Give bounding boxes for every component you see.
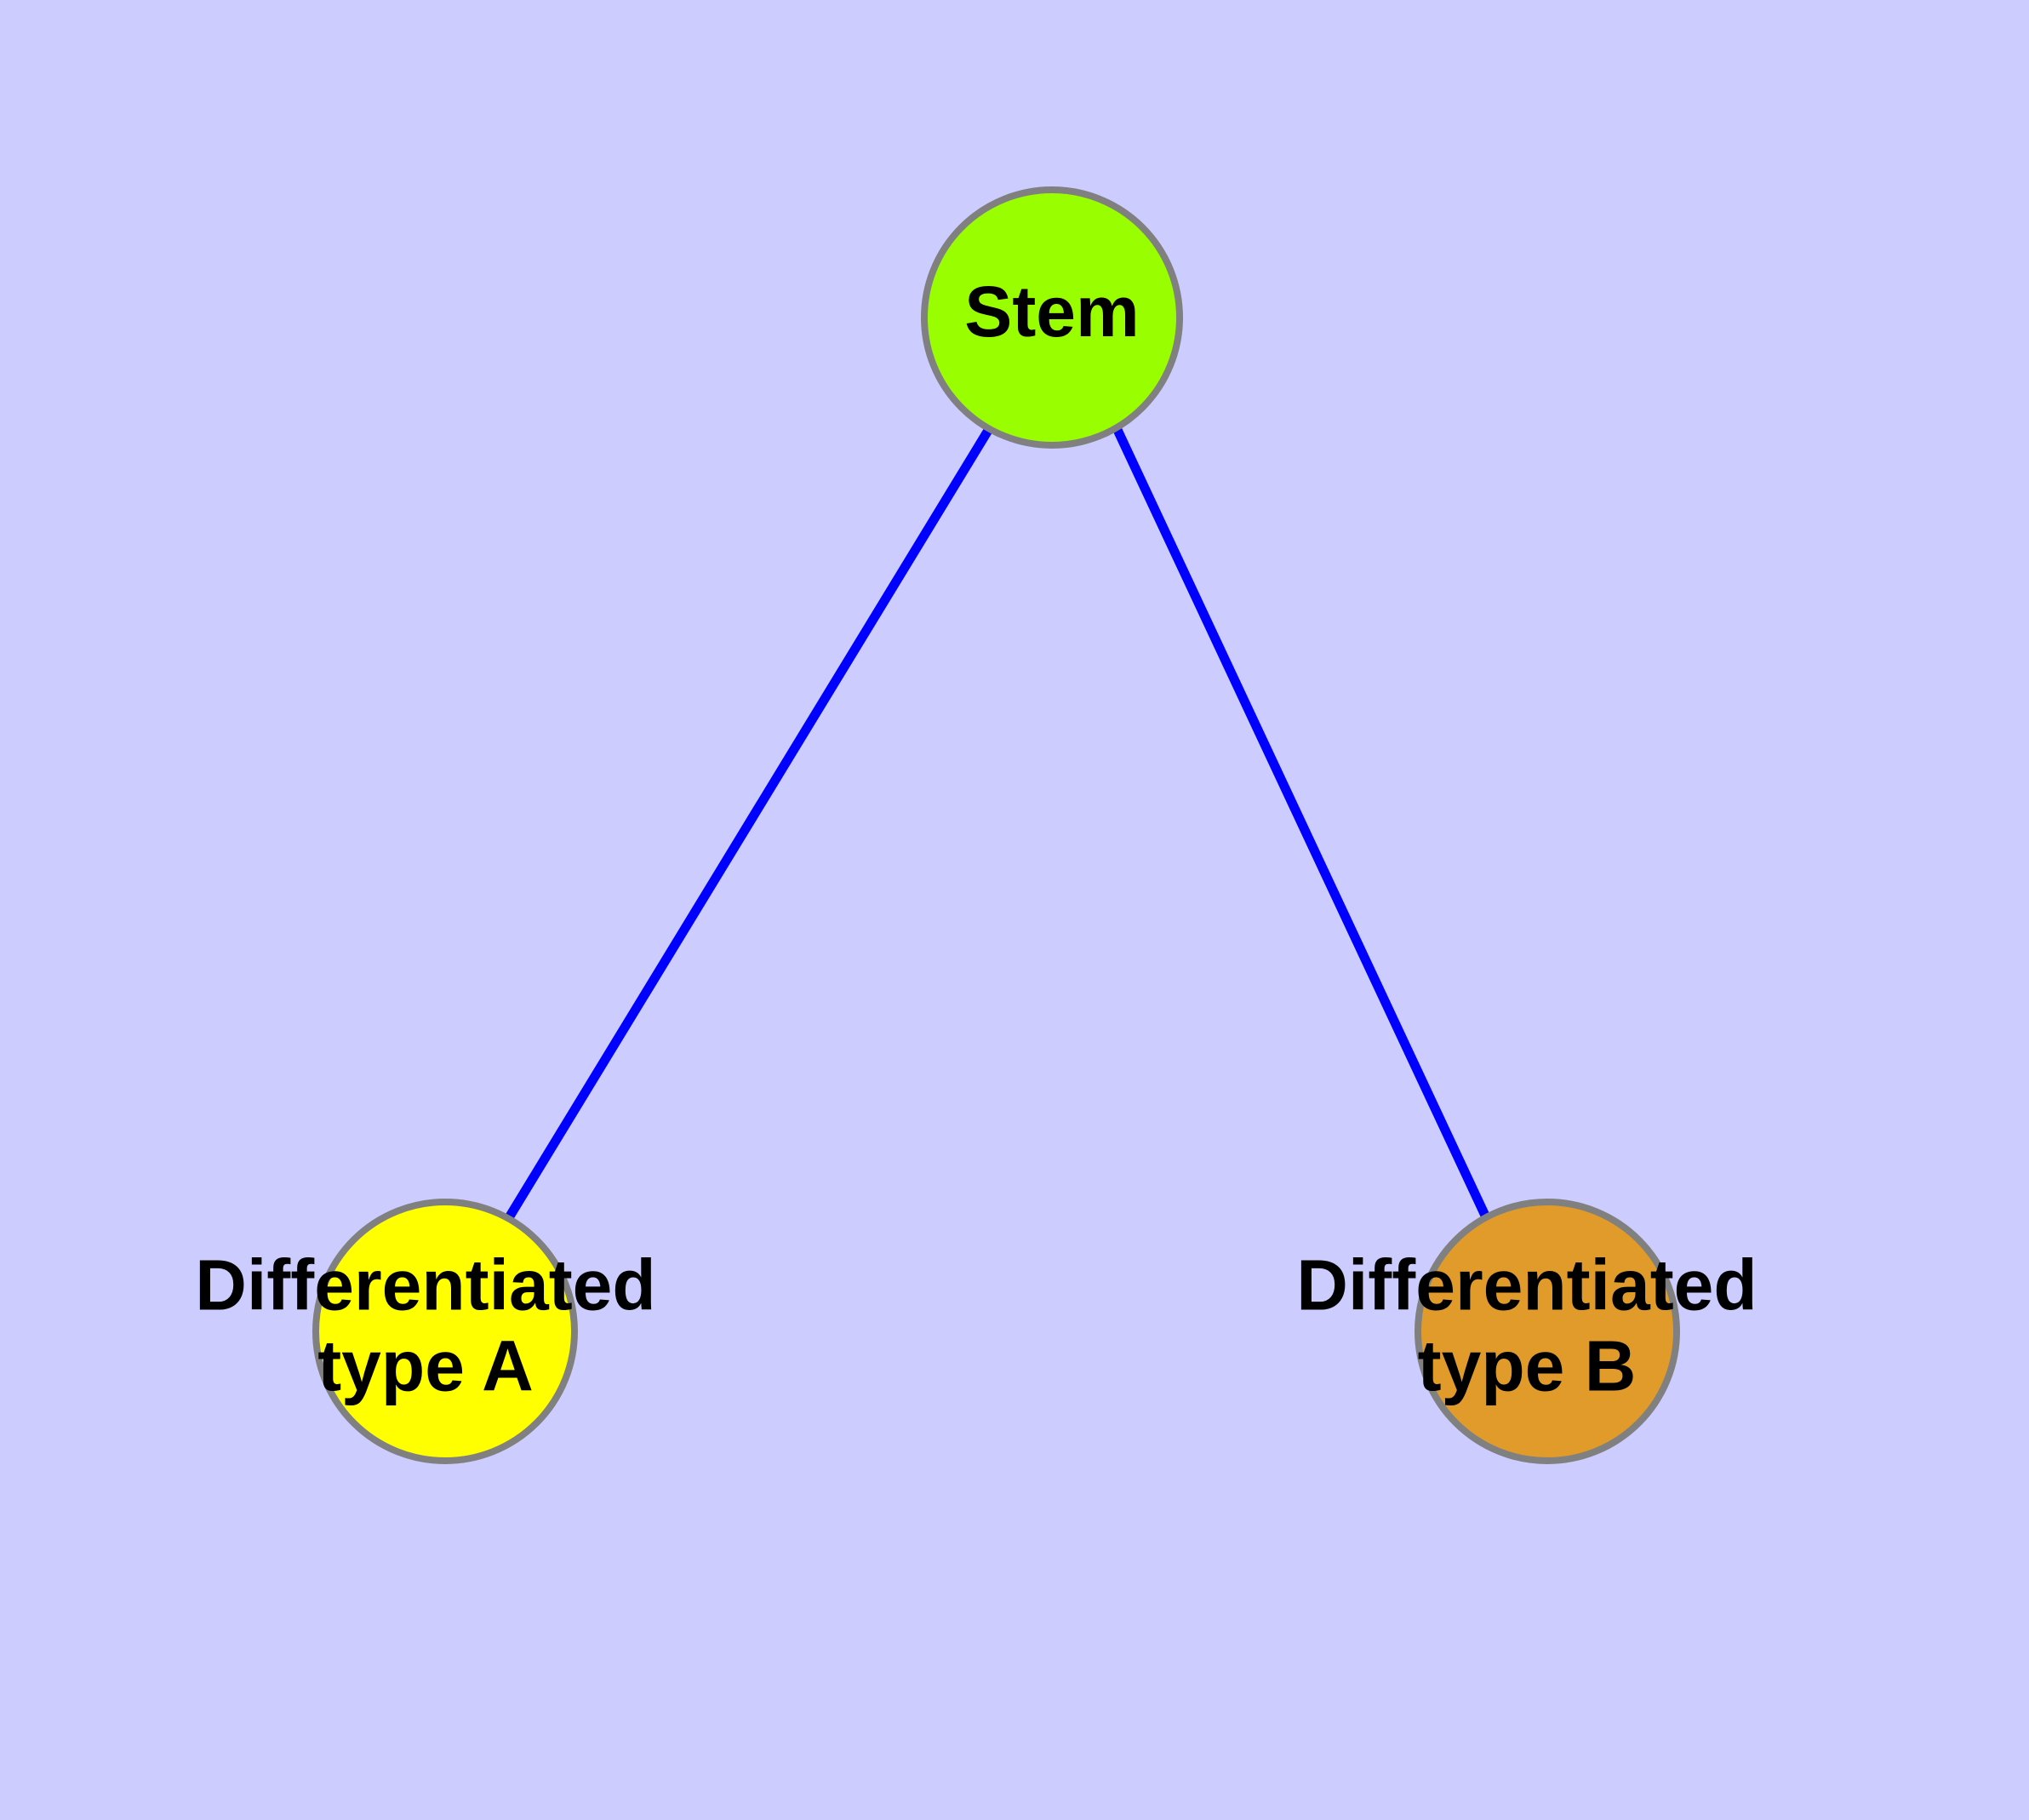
edges-layer bbox=[504, 426, 1490, 1222]
nodes-layer bbox=[312, 186, 1680, 1464]
edge-stem-to-differentiated-type-b[interactable] bbox=[1113, 427, 1490, 1220]
node-differentiated-type-b-circle[interactable] bbox=[1415, 1199, 1680, 1464]
node-differentiated-type-b[interactable] bbox=[1415, 1199, 1680, 1464]
node-stem-circle[interactable] bbox=[921, 186, 1183, 449]
node-differentiated-type-a-circle[interactable] bbox=[312, 1199, 578, 1464]
node-stem[interactable] bbox=[921, 186, 1183, 449]
edge-stem-to-differentiated-type-a[interactable] bbox=[504, 426, 993, 1222]
node-differentiated-type-a[interactable] bbox=[312, 1199, 578, 1464]
node-stem-label: Stem bbox=[964, 272, 1139, 352]
